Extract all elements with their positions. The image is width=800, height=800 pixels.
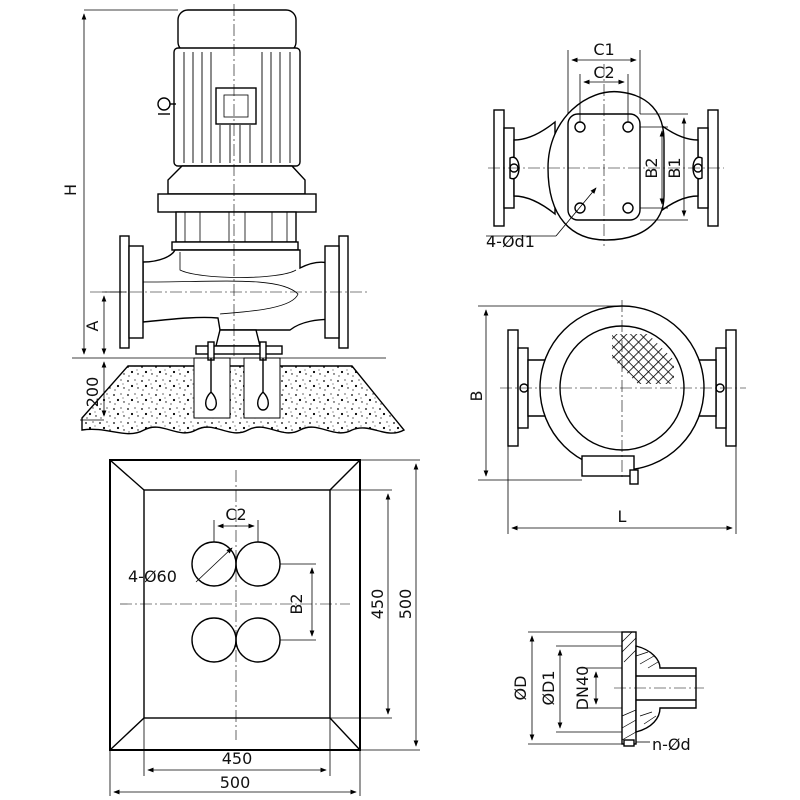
dimension-c2-base: C2 xyxy=(225,505,246,524)
dimension-b2-top: B2 xyxy=(642,157,661,178)
anchor-bolt-right xyxy=(257,341,269,411)
dimension-base-height: 200 xyxy=(83,377,102,408)
anchor-pocket-left xyxy=(193,357,231,419)
foundation-block xyxy=(81,341,406,435)
flange-hub xyxy=(635,645,697,733)
dimension-b1: B1 xyxy=(665,157,684,178)
base-outer-frame xyxy=(109,459,361,751)
side-drain-boss xyxy=(581,455,635,477)
front-view-dimensions: H A 200 xyxy=(61,4,386,421)
dimension-l: L xyxy=(618,507,627,526)
flange-section: ØD ØD1 DN40 n-Ød xyxy=(511,631,704,754)
base-plan: C2 4-Ø60 B2 450 500 450 500 xyxy=(109,459,420,796)
pump-casing xyxy=(142,249,339,331)
anchor-bolt-left xyxy=(205,341,217,411)
lantern-bracket xyxy=(175,211,297,243)
flange-hatch xyxy=(621,631,659,741)
dimension-b-side: B xyxy=(467,391,486,402)
terminal-box xyxy=(215,87,257,125)
top-view: C1 C2 B2 B1 4-Ød1 xyxy=(486,40,724,251)
side-mesh-screen xyxy=(612,334,674,384)
anchor-pocket-right xyxy=(243,357,281,419)
motor-cooling-fins xyxy=(183,52,291,163)
side-view: B L xyxy=(467,300,746,534)
dimension-outer-w: 500 xyxy=(220,773,251,792)
dimension-b2-base: B2 xyxy=(287,593,306,614)
dimension-inner-w: 450 xyxy=(222,749,253,768)
dimension-a: A xyxy=(83,320,102,331)
base-hole-4 xyxy=(235,617,281,663)
lifting-eye-icon xyxy=(157,97,176,115)
dimension-h: H xyxy=(61,184,80,196)
dimension-holes-base: 4-Ø60 xyxy=(128,567,177,586)
dimension-outer-h: 500 xyxy=(396,589,415,620)
dimension-inner-h: 450 xyxy=(368,589,387,620)
dimension-od1: ØD1 xyxy=(539,670,558,705)
dimension-holes-top: 4-Ød1 xyxy=(486,232,535,251)
pump-foot xyxy=(215,329,261,347)
motor-fan-cover xyxy=(177,9,297,53)
base-hole-3 xyxy=(191,617,237,663)
dimension-od: ØD xyxy=(511,676,530,701)
dimension-bolt: n-Ød xyxy=(652,735,691,754)
front-view-pump xyxy=(119,9,349,355)
motor-flange xyxy=(167,165,306,195)
dimension-dn: DN40 xyxy=(573,666,592,711)
dimension-c2-top: C2 xyxy=(593,63,614,82)
base-hole-2 xyxy=(235,541,281,587)
dimension-c1: C1 xyxy=(593,40,614,59)
